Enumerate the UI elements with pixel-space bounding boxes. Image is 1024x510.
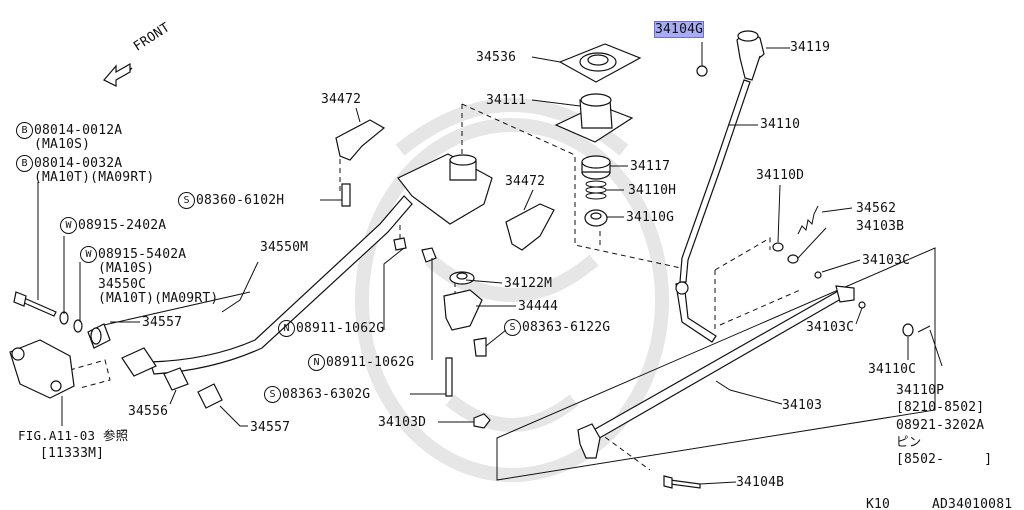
washer-08915-5402A	[73, 319, 83, 333]
part-34104B-label[interactable]: 34104B	[736, 475, 785, 490]
washer-34110C	[902, 323, 914, 337]
dashed-guides	[69, 103, 801, 471]
part-34536-label[interactable]: 34536	[476, 50, 517, 65]
part-34103C-upper-label[interactable]: 34103C	[862, 253, 911, 268]
part-08921-note: ピン	[896, 434, 922, 449]
boot-plate	[558, 43, 642, 83]
part-08915-2402A-label[interactable]: 08915-2402A	[78, 218, 167, 233]
bolt-symbol-icon: B	[16, 122, 33, 139]
leader-lines	[37, 42, 943, 485]
part-08911-label-a[interactable]: 08911-1062G	[296, 321, 385, 336]
part-08915-5402A-label[interactable]: 08915-5402A	[98, 247, 187, 262]
bushing-34556	[163, 367, 189, 391]
nut-34103D	[473, 413, 491, 429]
footer-model-code: K10	[866, 497, 891, 510]
part-34472-left-label[interactable]: 34472	[321, 92, 362, 107]
part-34117-label[interactable]: 34117	[630, 159, 671, 174]
shift-rod-34103	[577, 285, 855, 459]
part-34550C-note: (MA10T)(MA09RT)	[98, 291, 219, 306]
pin-34103C-upper	[814, 271, 822, 279]
part-34103-label[interactable]: 34103	[782, 398, 823, 413]
part-34550C-label[interactable]: 34550C	[98, 277, 147, 292]
pin-34103C-lower	[858, 301, 866, 309]
spring-34562	[797, 205, 819, 235]
coupling-34550C	[121, 347, 157, 377]
part-08911-label-b[interactable]: 08911-1062G	[326, 355, 415, 370]
part-08014-0012A-note: (MA10S)	[34, 137, 91, 152]
part-08915-5402A-note: (MA10S)	[98, 261, 155, 276]
fig-reference-label[interactable]: FIG.A11-03 参照	[18, 428, 129, 443]
part-34110P-range: [8210-8502]	[896, 400, 985, 415]
part-34103B-label[interactable]: 34103B	[856, 219, 905, 234]
part-34111-label[interactable]: 34111	[486, 93, 527, 108]
shift-knob	[736, 30, 765, 81]
part-34110-label[interactable]: 34110	[760, 117, 801, 132]
clip-34103B	[787, 254, 799, 264]
part-08014-0032A-note: (MA10T)(MA09RT)	[34, 170, 155, 185]
part-34562-label[interactable]: 34562	[856, 201, 897, 216]
part-34110G-label[interactable]: 34110G	[626, 210, 675, 225]
pin-34110P	[917, 325, 931, 333]
bolt-08363-6302G	[445, 357, 453, 397]
bolt-08014	[13, 291, 57, 317]
part-08014-0032A-label[interactable]: 08014-0032A	[34, 156, 123, 171]
part-08360-6102H-label[interactable]: 08360-6102H	[196, 193, 285, 208]
part-08014-0012A-label[interactable]: 08014-0012A	[34, 123, 123, 138]
part-08363-6302G-label[interactable]: 08363-6302G	[282, 387, 371, 402]
nut-symbol-icon: N	[308, 354, 325, 371]
part-34472-right-label[interactable]: 34472	[505, 174, 546, 189]
bolt-symbol-icon: B	[16, 155, 33, 172]
bolt-08360-6102H	[341, 183, 351, 207]
linkage-frame	[496, 247, 936, 481]
part-34103D-label[interactable]: 34103D	[378, 415, 427, 430]
part-34104G-label[interactable]: 34104G	[653, 21, 705, 38]
mount-bracket-fig-a11	[9, 339, 75, 399]
washer-34110D	[772, 242, 784, 252]
part-34110C-label[interactable]: 34110C	[868, 362, 917, 377]
part-34119-label[interactable]: 34119	[790, 40, 831, 55]
washer-symbol-icon: W	[80, 246, 97, 263]
part-34557-lower-label[interactable]: 34557	[250, 420, 291, 435]
part-08921-range: [8502- ]	[896, 452, 993, 467]
part-34556-label[interactable]: 34556	[128, 404, 169, 419]
base-bracket	[397, 153, 493, 225]
bracket-34472-right	[505, 203, 555, 251]
part-34550M-label[interactable]: 34550M	[260, 240, 309, 255]
part-08921-label[interactable]: 08921-3202A	[896, 418, 985, 433]
part-34557-upper-label[interactable]: 34557	[142, 315, 183, 330]
screw-symbol-icon: S	[264, 386, 281, 403]
screw-symbol-icon: S	[178, 192, 195, 209]
part-34110H-label[interactable]: 34110H	[628, 183, 677, 198]
nut-08911-left	[393, 237, 407, 251]
footer-diagram-id: AD34010081	[932, 497, 1013, 510]
part-34110D-label[interactable]: 34110D	[756, 168, 805, 183]
mount-34122M	[449, 271, 475, 285]
bolt-08363-6122G	[473, 337, 487, 357]
seat-34117	[581, 155, 611, 180]
bolt-34104B	[663, 475, 701, 489]
extension-rod-34550M	[149, 195, 413, 375]
bracket-34472-left	[335, 119, 386, 161]
fig-reference-code: [11333M]	[40, 446, 105, 461]
lever-housing	[554, 93, 634, 143]
seat-34110G	[584, 209, 608, 227]
screw-symbol-icon: S	[504, 319, 521, 336]
lever-bushing-34104G	[696, 65, 708, 77]
bracket-34444	[443, 289, 483, 331]
part-08363-6122G-label[interactable]: 08363-6122G	[522, 320, 611, 335]
shift-lever	[675, 79, 751, 343]
part-34122M-label[interactable]: 34122M	[504, 276, 553, 291]
front-arrow-icon	[103, 62, 133, 87]
nut-symbol-icon: N	[278, 320, 295, 337]
spring-34110H	[585, 180, 607, 200]
part-34110P-label[interactable]: 34110P	[896, 383, 945, 398]
part-34444-label[interactable]: 34444	[518, 299, 559, 314]
rod-end-34557-right	[197, 383, 223, 409]
rod-end-34557-left	[87, 323, 111, 349]
washer-symbol-icon: W	[60, 217, 77, 234]
part-34103C-lower-label[interactable]: 34103C	[806, 320, 855, 335]
